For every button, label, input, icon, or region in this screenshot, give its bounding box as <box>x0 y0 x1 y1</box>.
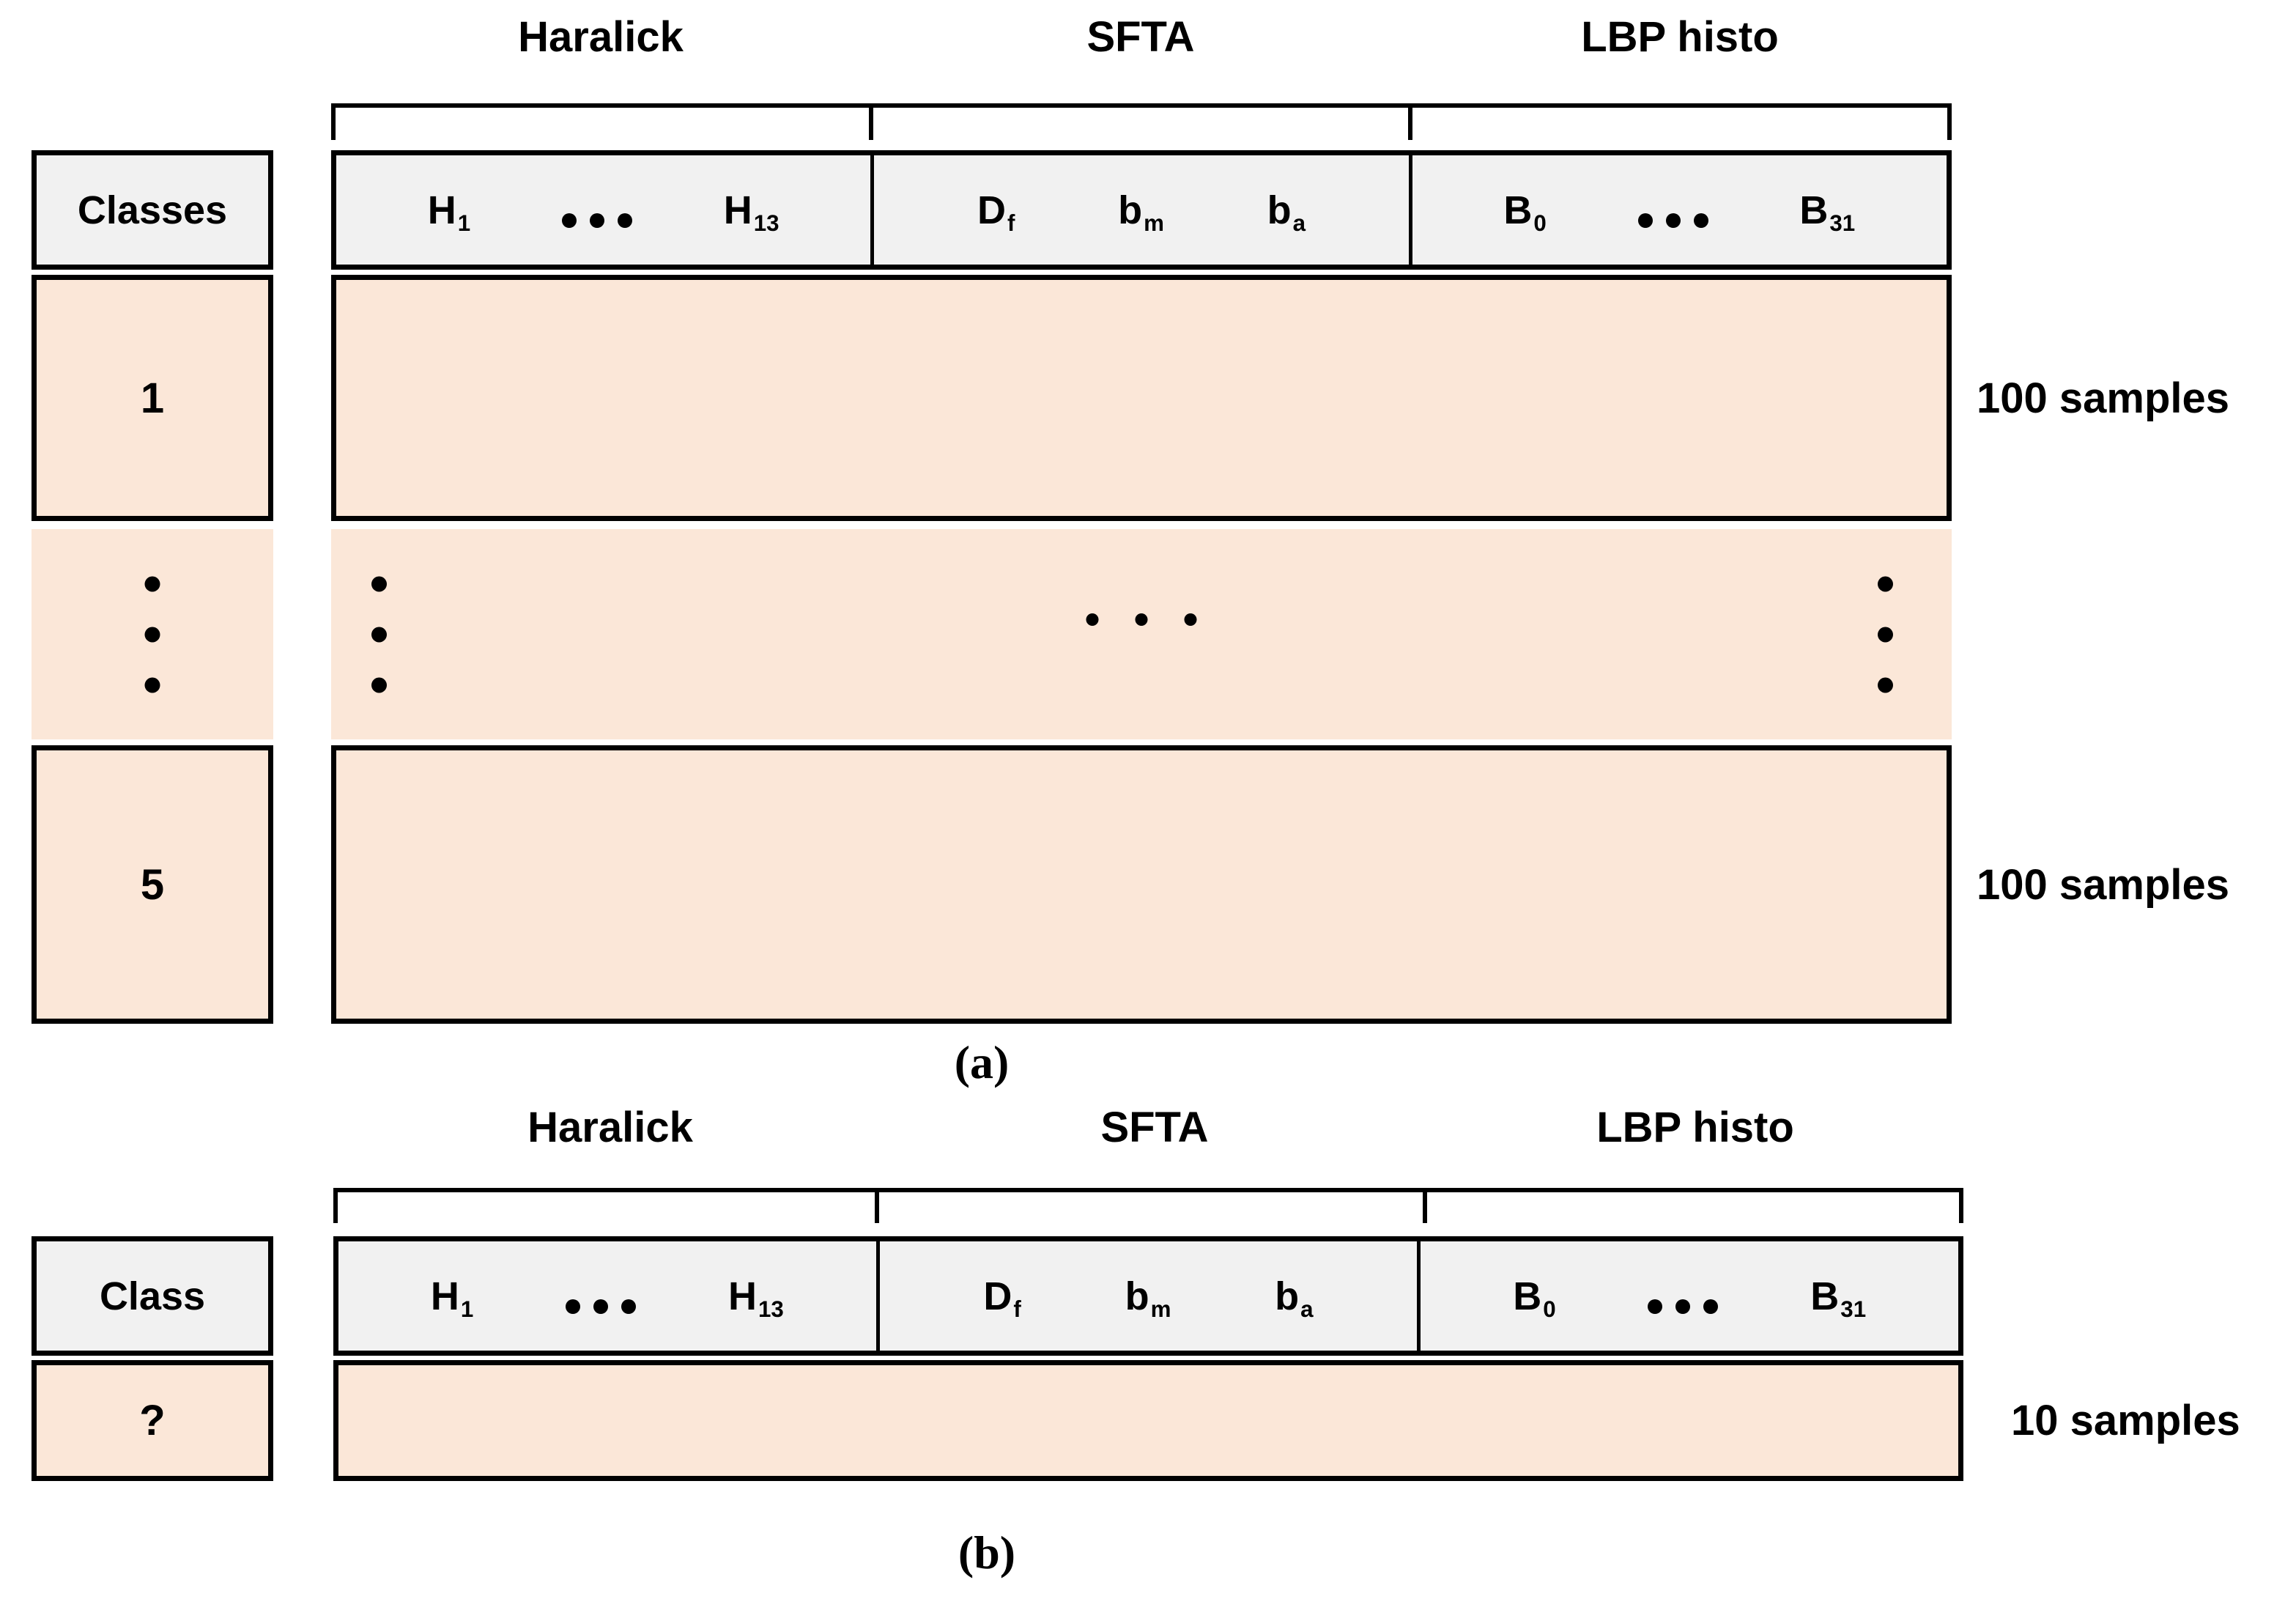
feature-symbol: ba <box>1275 1274 1314 1322</box>
caption-b: (b) <box>958 1526 1016 1578</box>
bracket-tick <box>331 108 336 140</box>
bracket-tick <box>1947 108 1952 140</box>
horizontal-ellipsis-icon <box>1086 613 1197 626</box>
class-header-label-b: Class <box>99 1274 206 1318</box>
group-bracket-b <box>333 1188 1963 1223</box>
vertical-ellipsis-icon <box>1878 576 1893 693</box>
feature-symbol: H1 <box>427 188 471 236</box>
feature-header-group-lbp-b: B0 B31 <box>1417 1241 1958 1351</box>
horizontal-ellipsis-icon <box>561 213 632 228</box>
feature-header-row-a: H1 H13 Df bm ba B0 B31 <box>331 150 1952 270</box>
classes-header-cell-a: Classes <box>32 150 273 270</box>
feature-symbol: Df <box>977 188 1015 236</box>
feature-symbol: Df <box>983 1274 1021 1322</box>
group-label-lbp-a: LBP histo <box>1581 13 1779 61</box>
feature-symbol: H13 <box>727 1274 784 1322</box>
feature-header-groups-a: H1 H13 Df bm ba B0 B31 <box>336 155 1947 265</box>
bracket-tick <box>869 108 873 140</box>
horizontal-ellipsis-icon <box>1637 213 1708 228</box>
vertical-ellipsis-icon <box>144 576 160 693</box>
feature-row-5 <box>331 745 1952 1024</box>
class-cell-row-1: 1 <box>32 275 273 521</box>
group-label-haralick-b: Haralick <box>527 1104 693 1151</box>
bracket-tick <box>875 1192 879 1223</box>
samples-label-row-1: 100 samples <box>1977 374 2230 422</box>
feature-symbol: H1 <box>430 1274 474 1322</box>
bracket-tick <box>1423 1192 1427 1223</box>
horizontal-ellipsis-icon <box>1648 1299 1719 1314</box>
feature-header-group-haralick-b: H1 H13 <box>338 1241 876 1351</box>
classes-header-label-a: Classes <box>77 188 228 232</box>
feature-symbol: B0 <box>1513 1274 1556 1322</box>
bracket-tick <box>333 1192 338 1223</box>
class-label-row-1: 1 <box>140 374 165 422</box>
class-cell-row-5: 5 <box>32 745 273 1024</box>
group-label-sfta-a: SFTA <box>1086 13 1195 61</box>
class-cell-ellipsis-row <box>32 529 273 739</box>
feature-header-row-b: H1 H13 Df bm ba B0 B31 <box>333 1236 1963 1356</box>
samples-label-row-5: 100 samples <box>1977 860 2230 909</box>
feature-row-unknown <box>333 1360 1963 1481</box>
group-label-haralick-a: Haralick <box>518 13 684 61</box>
feature-symbol: B31 <box>1810 1274 1867 1322</box>
feature-header-group-sfta-b: Df bm ba <box>875 1241 1418 1351</box>
feature-symbol: B31 <box>1799 188 1856 236</box>
bracket-tick <box>1959 1192 1963 1223</box>
feature-symbol: bm <box>1118 188 1164 236</box>
caption-a: (a) <box>954 1036 1010 1088</box>
bracket-tick <box>1408 108 1412 140</box>
feature-symbol: bm <box>1125 1274 1171 1322</box>
group-label-lbp-b: LBP histo <box>1596 1104 1794 1151</box>
feature-row-1 <box>331 275 1952 521</box>
feature-header-group-lbp-a: B0 B31 <box>1408 155 1947 265</box>
group-bracket-a <box>331 103 1952 140</box>
horizontal-ellipsis-icon <box>566 1299 637 1314</box>
feature-ellipsis-row <box>331 529 1952 739</box>
class-header-cell-b: Class <box>32 1236 273 1356</box>
feature-header-groups-b: H1 H13 Df bm ba B0 B31 <box>338 1241 1958 1351</box>
vertical-ellipsis-icon <box>371 576 387 693</box>
feature-symbol: H13 <box>723 188 779 236</box>
samples-label-row-unknown: 10 samples <box>2011 1397 2240 1444</box>
feature-symbol: B0 <box>1503 188 1547 236</box>
feature-header-group-sfta-a: Df bm ba <box>870 155 1408 265</box>
feature-symbol: ba <box>1267 188 1306 236</box>
feature-header-group-haralick-a: H1 H13 <box>336 155 870 265</box>
class-label-row-5: 5 <box>140 860 165 909</box>
group-label-sfta-b: SFTA <box>1100 1104 1209 1151</box>
class-cell-row-unknown: ? <box>32 1360 273 1481</box>
class-label-row-unknown: ? <box>139 1397 166 1444</box>
